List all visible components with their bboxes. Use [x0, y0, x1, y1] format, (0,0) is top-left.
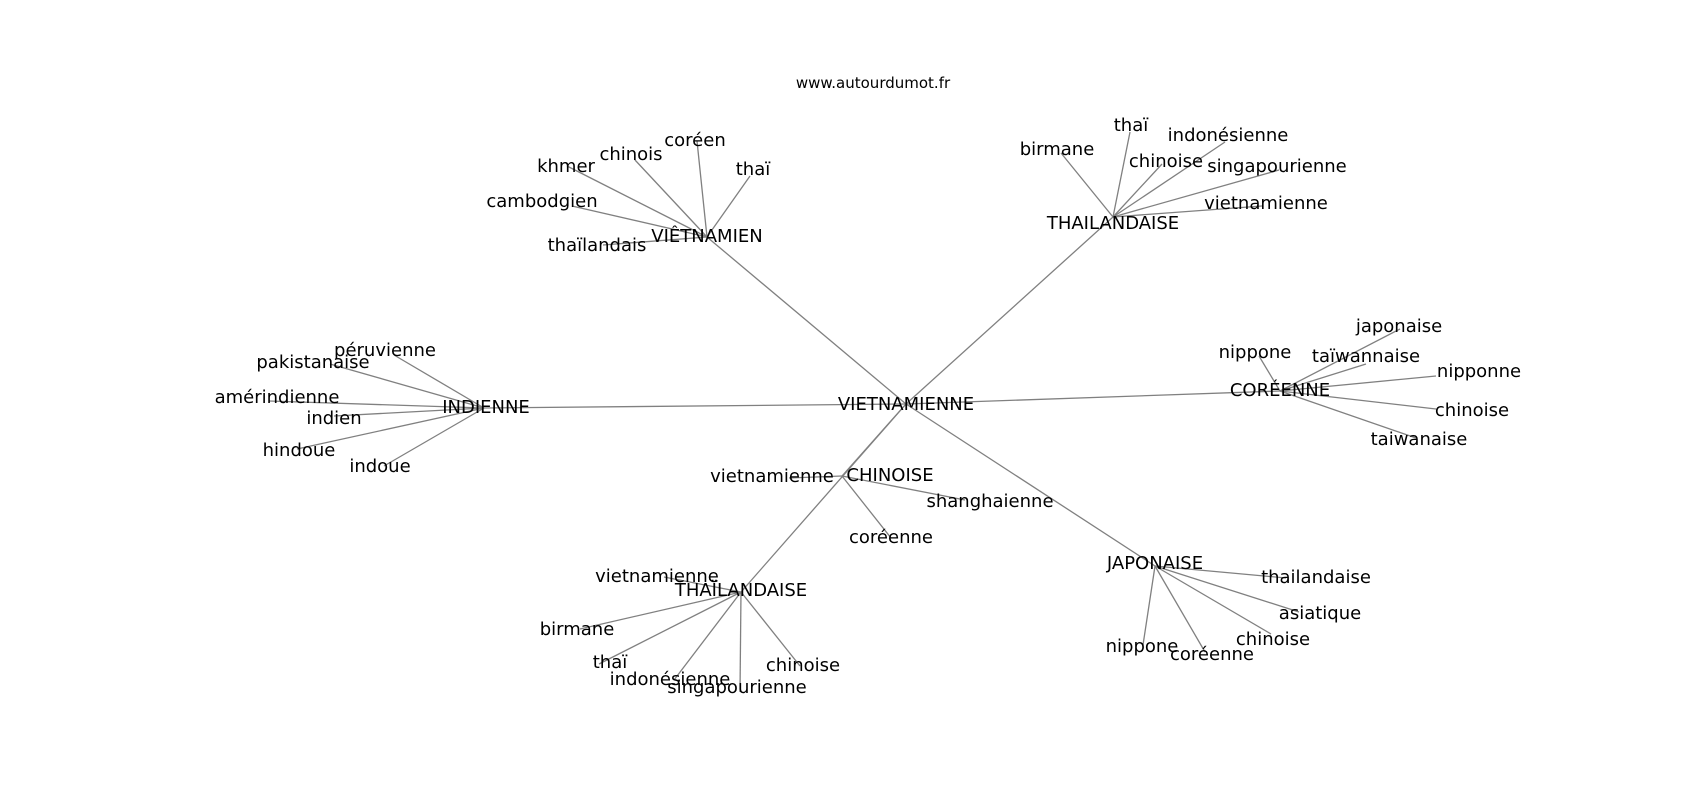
leaf-node-thailandaise-bottom-birmane[interactable]: birmane: [540, 619, 615, 640]
hub-node-japonaise[interactable]: JAPONAISE: [1106, 553, 1203, 574]
leaf-node-vietnamien-chinois[interactable]: chinois: [599, 144, 662, 165]
edge-japonaise-to-thailandaise: [1154, 565, 1287, 579]
leaf-node-thailandaise-bottom-chinoise[interactable]: chinoise: [766, 655, 840, 676]
edge-thailandaise-bottom-to-indonesienne: [673, 591, 742, 681]
edge-center-to-coreenne: [905, 390, 1281, 405]
leaf-node-indienne-indoue[interactable]: indoue: [349, 456, 410, 477]
edge-japonaise-to-asiatique: [1154, 565, 1300, 613]
edges: [268, 131, 1437, 693]
leaf-node-indienne-pakistanaise[interactable]: pakistanaise: [256, 352, 369, 373]
leaf-node-japonaise-thailandaise[interactable]: thailandaise: [1261, 567, 1371, 588]
leaf-node-thailandaise-top-thai[interactable]: thaï: [1114, 115, 1149, 136]
leaf-node-thailandaise-bottom-vietnamienne[interactable]: vietnamienne: [595, 566, 719, 587]
leaf-node-indienne-peruvienne[interactable]: péruvienne: [334, 340, 436, 361]
edge-thailandaise-bottom-to-birmane: [579, 591, 742, 630]
leaf-node-vietnamien-cambodgien[interactable]: cambodgien: [486, 191, 597, 212]
leaf-node-vietnamien-coreen[interactable]: coréen: [664, 130, 725, 151]
edge-vietnamien-to-thailandais: [602, 236, 708, 246]
edge-coreenne-to-taiwannaise: [1279, 363, 1367, 392]
edge-chinoise-to-vietnamienne: [788, 475, 843, 479]
leaf-node-indienne-hindoue[interactable]: hindoue: [263, 440, 336, 461]
leaf-node-thailandaise-bottom-singapourienne[interactable]: singapourienne: [667, 677, 806, 698]
leaf-node-vietnamien-thailandais[interactable]: thaïlandais: [548, 235, 647, 256]
edge-indienne-to-pakistanaise: [329, 363, 485, 409]
edge-indienne-to-hindoue: [296, 407, 485, 450]
edge-indienne-to-amerindienne: [268, 400, 485, 409]
leaf-node-thailandaise-top-birmane[interactable]: birmane: [1020, 139, 1095, 160]
leaf-node-indienne-indien[interactable]: indien: [306, 408, 361, 429]
edge-indienne-to-peruvienne: [393, 354, 485, 409]
leaf-node-coreenne-nipponne[interactable]: nipponne: [1437, 361, 1521, 382]
edge-coreenne-to-nipponne: [1279, 375, 1437, 392]
edge-center-to-thailandaise-top: [905, 216, 1114, 405]
hub-node-vietnamien[interactable]: VIÊTNAMIEN: [651, 225, 762, 247]
edge-thailandaise-top-to-singapourienne: [1112, 169, 1280, 218]
edge-chinoise-to-shanghaienne: [841, 475, 966, 501]
edge-center-to-thailandaise-bottom: [740, 403, 907, 593]
leaf-node-thailandaise-top-indonesienne[interactable]: indonésienne: [1168, 125, 1289, 146]
edge-thailandaise-top-to-chinoise: [1112, 163, 1163, 218]
leaf-node-japonaise-nippone[interactable]: nippone: [1106, 636, 1179, 657]
edge-coreenne-to-japonaise: [1279, 328, 1401, 392]
edge-coreenne-to-taiwanaise: [1279, 390, 1417, 439]
edge-japonaise-to-nippone: [1142, 565, 1156, 646]
edge-thailandaise-bottom-to-vietnamienne: [663, 576, 742, 593]
leaf-node-coreenne-japonaise[interactable]: japonaise: [1355, 316, 1442, 337]
leaf-node-thailandaise-bottom-thai[interactable]: thaï: [593, 652, 628, 673]
edge-japonaise-to-chinoise: [1154, 565, 1272, 635]
edge-thailandaise-bottom-to-singapourienne: [739, 591, 742, 693]
edge-thailandaise-top-to-birmane: [1060, 152, 1114, 218]
edge-thailandaise-bottom-to-thai: [598, 591, 742, 665]
edge-thailandaise-top-to-vietnamienne: [1112, 205, 1263, 218]
edge-indienne-to-indien: [333, 407, 485, 417]
edge-coreenne-to-nippone: [1258, 355, 1281, 392]
edge-thailandaise-top-to-indonesienne: [1112, 141, 1226, 218]
leaf-node-japonaise-coreenne[interactable]: coréenne: [1170, 644, 1254, 665]
leaf-node-thailandaise-bottom-indonesienne[interactable]: indonésienne: [610, 669, 731, 690]
edge-thailandaise-top-to-thai: [1112, 131, 1131, 218]
leaf-node-thailandaise-top-chinoise[interactable]: chinoise: [1129, 151, 1203, 172]
leaf-node-chinoise-shanghaienne[interactable]: shanghaienne: [926, 491, 1053, 512]
leaf-node-coreenne-chinoise[interactable]: chinoise: [1435, 400, 1509, 421]
edge-vietnamien-to-thai: [706, 175, 751, 238]
leaf-node-chinoise-coreenne[interactable]: coréenne: [849, 527, 933, 548]
center-node-vietnamienne[interactable]: VIETNAMIENNE: [838, 394, 974, 415]
hub-node-thailandaise-top[interactable]: THAILANDAISE: [1046, 213, 1179, 234]
leaf-node-thailandaise-top-singapourienne[interactable]: singapourienne: [1207, 156, 1346, 177]
edge-center-to-japonaise: [905, 403, 1156, 567]
edge-vietnamien-to-coreen: [696, 140, 708, 238]
leaf-node-indienne-amerindienne[interactable]: amérindienne: [215, 387, 340, 408]
leaf-node-coreenne-taiwannaise[interactable]: taïwannaise: [1312, 346, 1420, 367]
hub-node-indienne[interactable]: INDIENNE: [442, 397, 530, 418]
edge-thailandaise-bottom-to-chinoise: [740, 591, 801, 667]
source-label: www.autourdumot.fr: [796, 74, 951, 92]
edge-vietnamien-to-cambodgien: [571, 205, 708, 238]
edge-indienne-to-indoue: [383, 407, 485, 467]
hub-node-coreenne[interactable]: CORÉENNE: [1230, 379, 1330, 401]
edge-vietnamien-to-khmer: [566, 165, 708, 238]
edge-center-to-vietnamien: [706, 236, 907, 405]
leaf-node-chinoise-vietnamienne[interactable]: vietnamienne: [710, 466, 834, 487]
leaf-node-japonaise-asiatique[interactable]: asiatique: [1279, 603, 1361, 624]
leaf-node-coreenne-taiwanaise[interactable]: taiwanaise: [1371, 429, 1468, 450]
leaf-node-vietnamien-thai[interactable]: thaï: [736, 159, 771, 180]
edge-center-to-indienne: [483, 403, 907, 409]
leaf-node-vietnamien-khmer[interactable]: khmer: [537, 156, 595, 177]
edge-japonaise-to-coreenne: [1154, 565, 1206, 653]
hub-node-thailandaise-bottom[interactable]: THAÏLANDAISE: [674, 580, 807, 601]
leaf-node-japonaise-chinoise[interactable]: chinoise: [1236, 629, 1310, 650]
hub-node-chinoise[interactable]: CHINOISE: [846, 465, 933, 486]
edge-chinoise-to-coreenne: [841, 475, 892, 539]
leaf-node-thailandaise-top-vietnamienne[interactable]: vietnamienne: [1204, 193, 1328, 214]
edge-vietnamien-to-chinois: [634, 159, 708, 238]
edge-coreenne-to-chinoise: [1279, 390, 1437, 410]
leaf-node-coreenne-nippone[interactable]: nippone: [1219, 342, 1292, 363]
